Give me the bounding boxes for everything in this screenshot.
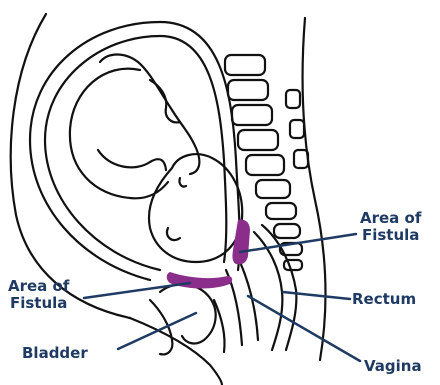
label-vagina: Vagina [364, 358, 422, 375]
fetus-ear [167, 228, 180, 240]
label-fistula-left-line2: Fistula [8, 295, 69, 312]
label-fistula-left: Area of Fistula [8, 278, 69, 312]
leader-vagina [248, 296, 360, 361]
label-fistula-right: Area of Fistula [360, 210, 421, 244]
label-fistula-left-line1: Area of [8, 278, 69, 295]
body-front-outline [130, 318, 222, 385]
fetus-face [179, 178, 186, 187]
fetus-arm [98, 150, 166, 170]
body-back-right [302, 18, 325, 360]
body-back-outline [11, 14, 130, 318]
label-rectum: Rectum [352, 291, 416, 308]
fetus-body [70, 69, 168, 199]
label-fistula-right-line1: Area of [360, 210, 421, 227]
leader-rectum [283, 292, 350, 299]
fistula-highlight-rectovaginal [232, 219, 250, 264]
label-bladder: Bladder [22, 345, 88, 362]
label-fistula-right-line2: Fistula [360, 227, 421, 244]
leader-fistula-left [84, 283, 190, 298]
